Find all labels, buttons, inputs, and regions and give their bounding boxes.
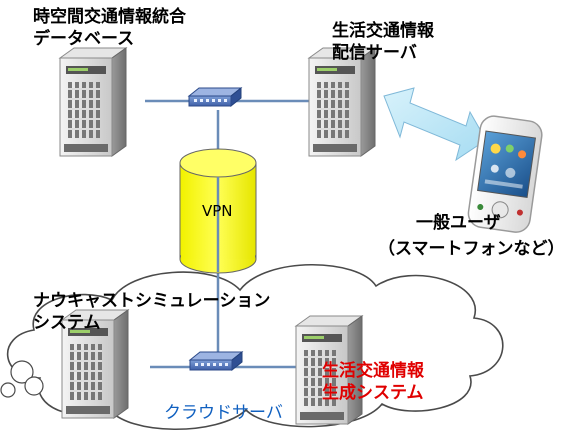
- generation-label-line2: 生成システム: [322, 383, 424, 403]
- delivery-label-line1: 生活交通情報: [332, 21, 434, 41]
- nowcast-label-line1: ナウキャストシミュレーション: [33, 291, 271, 311]
- double-arrow-icon: [383, 87, 487, 162]
- cloud-shape: [0, 264, 504, 430]
- database-server-icon: [59, 47, 127, 157]
- cloud-label: クラウドサーバ: [164, 403, 283, 423]
- generation-label-line1: 生活交通情報: [322, 361, 424, 381]
- database-label-line1: 時空間交通情報統合: [33, 7, 186, 27]
- bottom-switch-icon: [189, 351, 243, 371]
- vpn-label: VPN: [202, 202, 233, 220]
- database-label-line2: データベース: [33, 29, 135, 49]
- vpn-cylinder: [179, 148, 257, 274]
- delivery-label-line2: 配信サーバ: [332, 43, 417, 63]
- nowcast-label-line2: システム: [33, 313, 101, 333]
- user-label-line2: （スマートフォンなど）: [378, 239, 565, 259]
- delivery-server-icon: [308, 47, 376, 157]
- user-label-line1: 一般ユーザ: [416, 213, 501, 233]
- top-switch-icon: [188, 87, 242, 107]
- smartphone-icon: [467, 115, 543, 233]
